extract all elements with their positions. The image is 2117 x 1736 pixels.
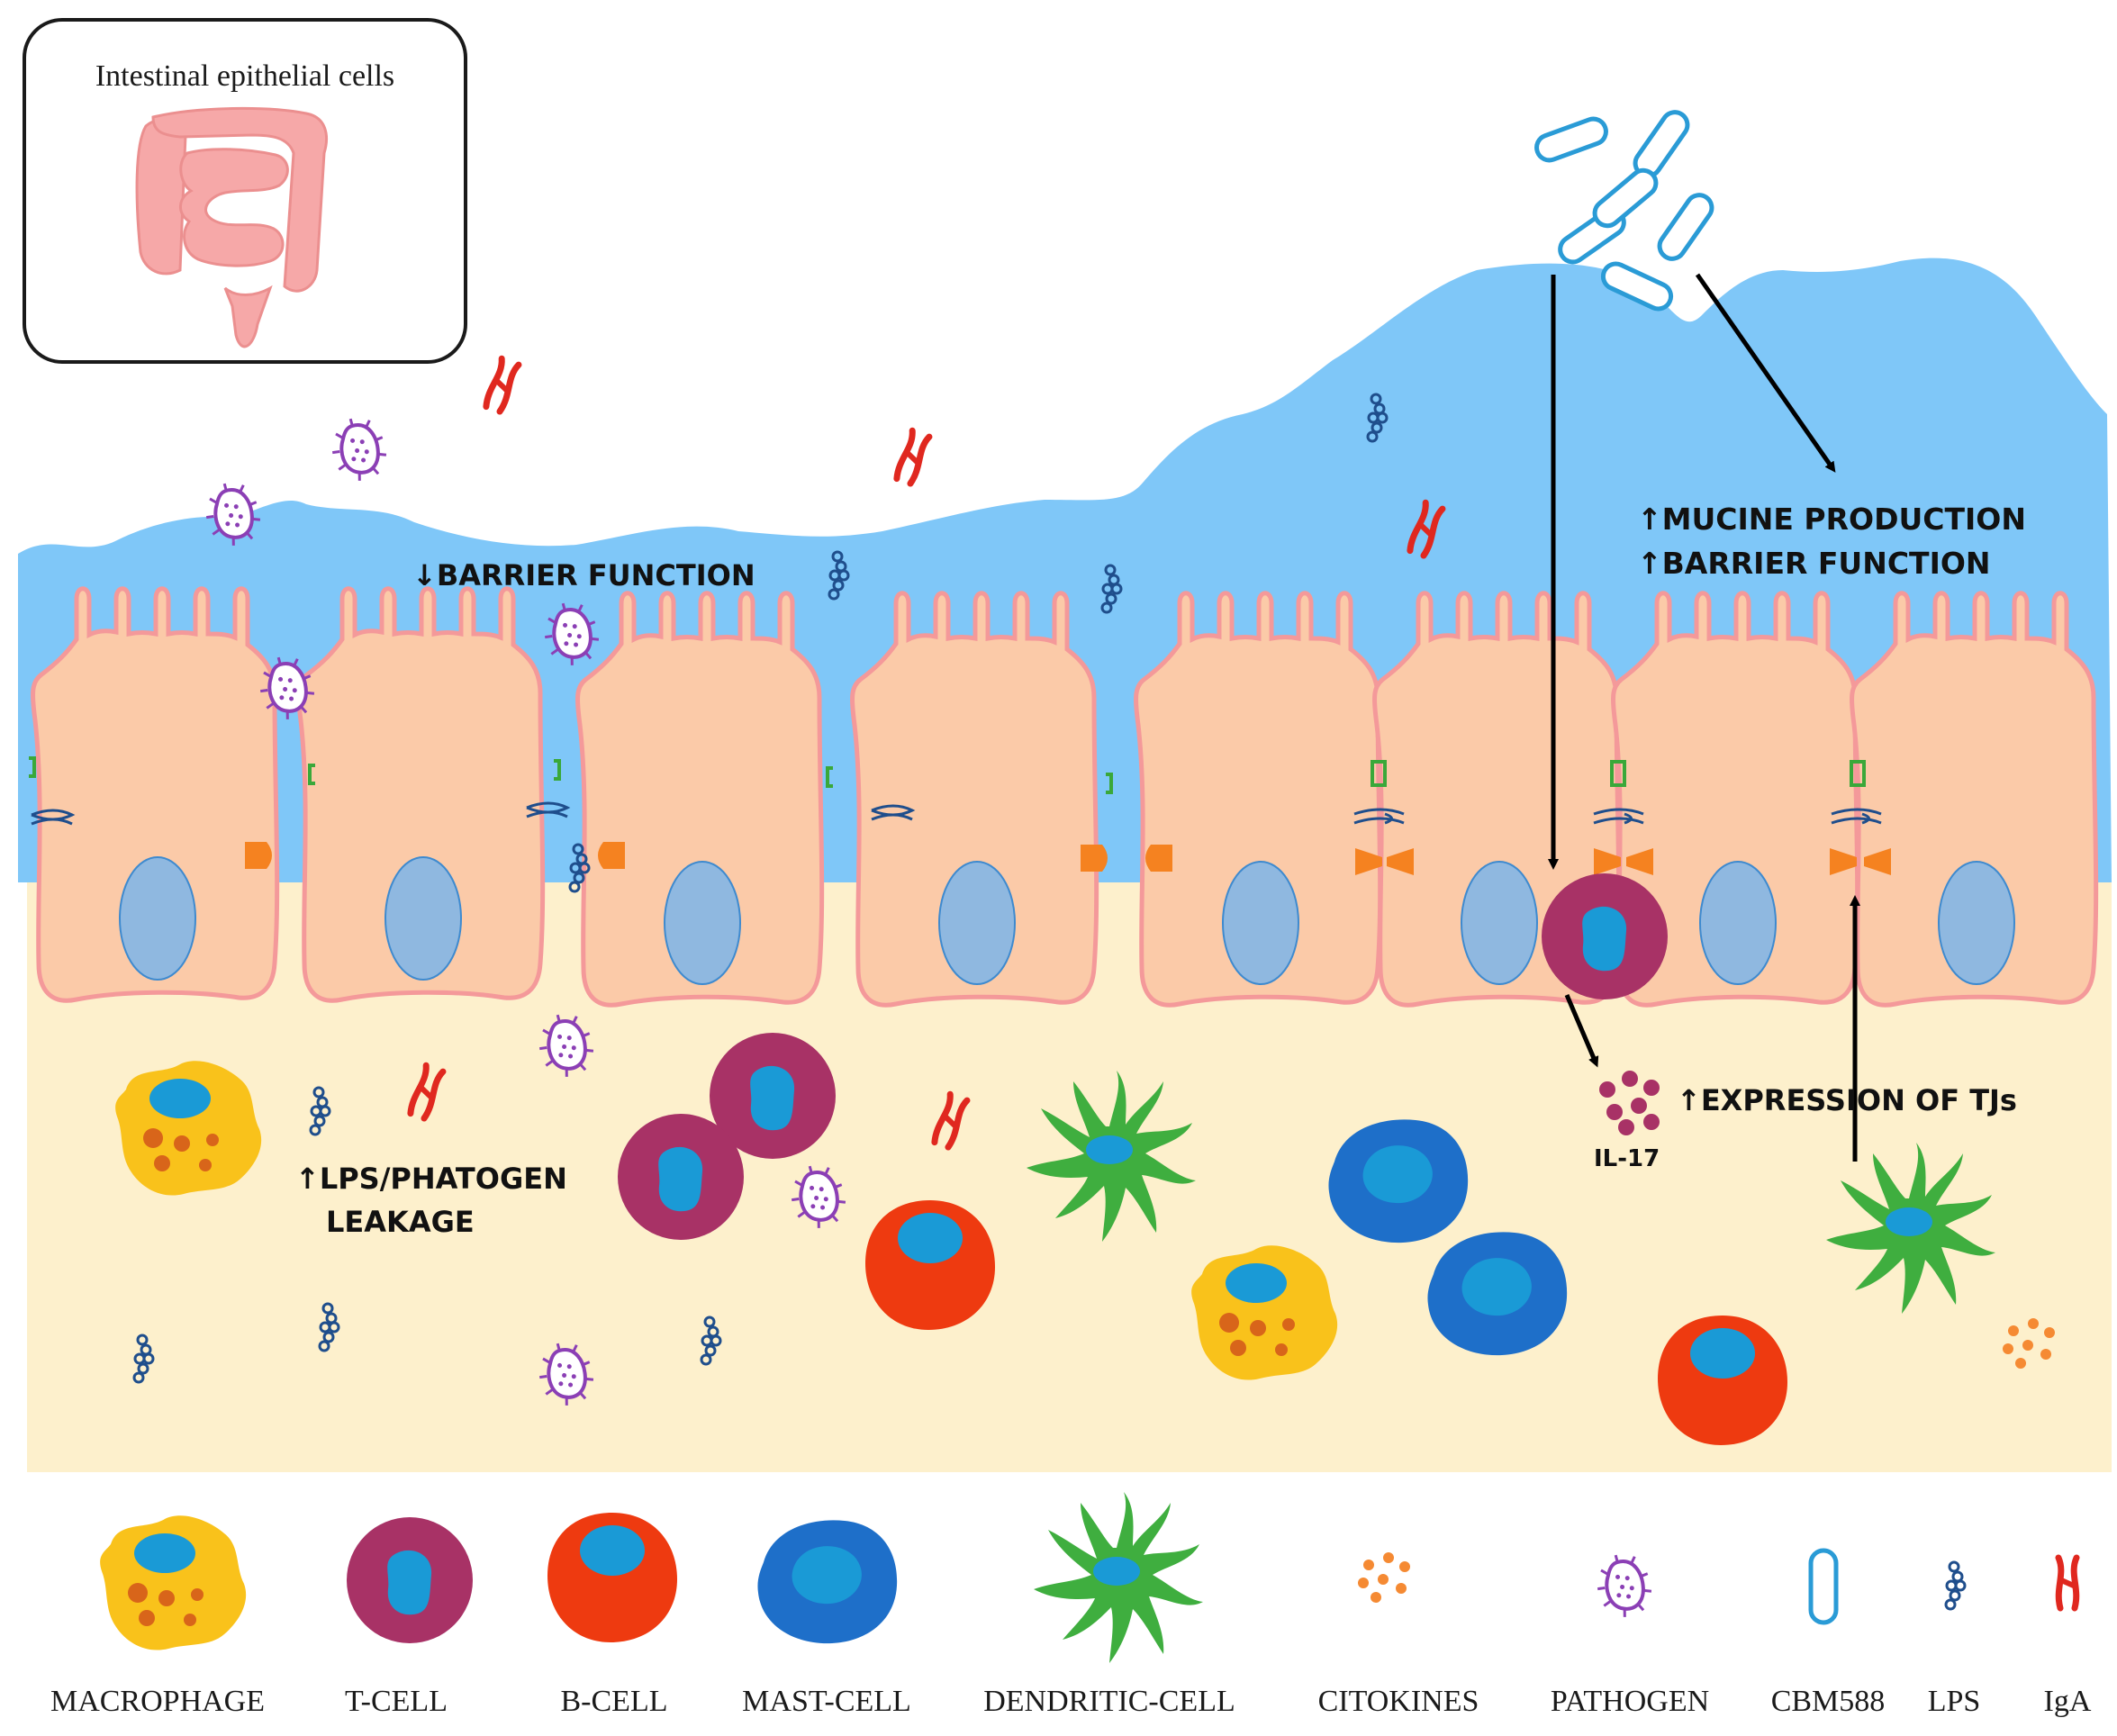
legend-label-dendritic-cell: DENDRITIC-CELL — [983, 1685, 1235, 1718]
inset-intestine: Intestinal epithelial cells — [23, 18, 467, 364]
epithelial-layer — [33, 589, 2096, 1005]
legend-macrophage-icon — [100, 1515, 247, 1650]
arrow-tcell-to-il17 — [1564, 994, 1599, 1068]
label-tj-expression: ↑EXPRESSION OF TJs — [1677, 1083, 2017, 1117]
epithelial-cell — [33, 589, 277, 1000]
legend-label-iga: IgA — [2044, 1685, 2092, 1718]
mast-cell-icon — [1328, 1119, 1469, 1243]
legend-iga-icon — [2058, 1558, 2076, 1608]
legend: MACROPHAGE T-CELL B-CELL MAST-CELL DENDR… — [50, 1492, 2092, 1718]
pathogen-icon — [323, 410, 394, 488]
legend-label-lps: LPS — [1928, 1685, 1981, 1718]
intestine-icon — [135, 106, 328, 348]
legend-label-t-cell: T-CELL — [345, 1685, 448, 1718]
tight-junctions — [29, 756, 1891, 875]
legend-label-pathogen: PATHOGEN — [1551, 1685, 1709, 1718]
legend-label-cbm588: CBM588 — [1771, 1685, 1886, 1718]
il17-cluster — [1599, 1071, 1660, 1135]
epithelial-cell — [578, 593, 822, 1005]
t-cell-icon — [618, 1114, 744, 1240]
macrophage-icon — [1191, 1245, 1338, 1380]
label-barrier-up: ↑BARRIER FUNCTION — [1637, 546, 1991, 581]
label-mucine: ↑MUCINE PRODUCTION — [1637, 502, 2026, 537]
legend-label-macrophage: MACROPHAGE — [50, 1685, 265, 1718]
arrows — [1548, 273, 1860, 1162]
cbm588-icon — [1655, 190, 1717, 264]
epithelial-cell — [1852, 593, 2096, 1005]
legend-dendritic-cell-icon — [1034, 1492, 1203, 1663]
label-lps-leakage-1: ↑LPS/PHATOGEN — [295, 1162, 567, 1196]
epithelial-cell — [1136, 593, 1380, 1005]
legend-label-mast-cell: MAST-CELL — [742, 1685, 911, 1718]
annotations: ↓BARRIER FUNCTION ↑MUCINE PRODUCTION ↑BA… — [295, 502, 2026, 1239]
inset-title: Intestinal epithelial cells — [95, 59, 394, 93]
epithelial-cell — [853, 593, 1097, 1005]
macrophage-icon — [115, 1061, 262, 1196]
b-cell-icon — [1658, 1316, 1787, 1445]
iga-icon — [895, 430, 929, 484]
legend-label-citokines: CITOKINES — [1318, 1685, 1479, 1718]
legend-label-b-cell: B-CELL — [561, 1685, 668, 1718]
iga-icon — [484, 358, 519, 411]
legend-pathogen-icon — [1588, 1546, 1660, 1624]
mast-cell-icon — [1427, 1232, 1568, 1356]
legend-b-cell-icon — [547, 1513, 677, 1642]
t-cell-icon — [1542, 873, 1668, 999]
legend-mast-cell-icon — [757, 1520, 898, 1644]
legend-lps-icon — [1944, 1560, 1967, 1611]
epithelial-cell — [299, 589, 543, 1000]
legend-citokines-icon — [1358, 1552, 1410, 1603]
arrow-cbm-to-mucine — [1695, 273, 1836, 473]
label-barrier-down: ↓BARRIER FUNCTION — [412, 558, 755, 592]
cbm588-icon — [1533, 115, 1610, 164]
b-cell-icon — [865, 1200, 995, 1330]
legend-cbm588-icon — [1811, 1551, 1836, 1623]
label-lps-leakage-2: LEAKAGE — [326, 1205, 475, 1239]
legend-t-cell-icon — [347, 1517, 473, 1643]
label-il17: IL-17 — [1594, 1145, 1660, 1172]
